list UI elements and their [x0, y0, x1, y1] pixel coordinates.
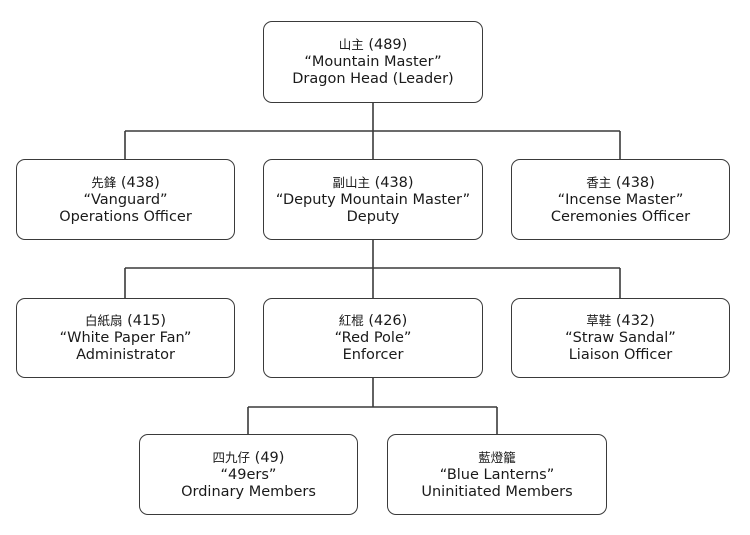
node-hanzi: 香主: [586, 174, 612, 190]
node-title: “Blue Lanterns”: [439, 466, 555, 483]
node-role: Liaison Officer: [568, 347, 673, 363]
node-role: Uninitiated Members: [421, 483, 573, 500]
node-heading: 草鞋 (432): [586, 312, 655, 330]
node-heading: 先鋒 (438): [91, 174, 160, 192]
node-mountain-master: 山主 (489) “Mountain Master” Dragon Head (…: [263, 21, 483, 103]
node-incense-master: 香主 (438) “Incense Master” Ceremonies Off…: [511, 159, 730, 240]
node-white-paper-fan: 白紙扇 (415) “White Paper Fan” Administrato…: [16, 298, 235, 378]
node-role: Enforcer: [342, 347, 404, 363]
node-hanzi: 副山主: [332, 174, 370, 190]
node-straw-sandal: 草鞋 (432) “Straw Sandal” Liaison Officer: [511, 298, 730, 378]
node-role: Deputy: [346, 208, 400, 225]
node-blue-lanterns: 藍燈籠 “Blue Lanterns” Uninitiated Members: [387, 434, 607, 515]
node-hanzi: 先鋒: [91, 174, 117, 190]
node-role: Operations Officer: [59, 208, 192, 225]
node-vanguard: 先鋒 (438) “Vanguard” Operations Officer: [16, 159, 235, 240]
node-rank: (49): [254, 449, 285, 466]
node-rank: (415): [127, 313, 167, 329]
node-role: Administrator: [76, 347, 175, 363]
node-role: Ceremonies Officer: [550, 208, 691, 225]
node-title: “49ers”: [220, 466, 277, 483]
node-role: Ordinary Members: [181, 483, 316, 500]
node-heading: 副山主 (438): [332, 174, 413, 192]
node-heading: 香主 (438): [586, 174, 655, 192]
node-hanzi: 草鞋: [586, 313, 612, 328]
connector-group-deputy: [124, 240, 621, 298]
node-rank: (426): [368, 313, 408, 329]
node-title: “Straw Sandal”: [565, 330, 676, 346]
node-hanzi: 紅棍: [338, 313, 364, 328]
node-title: “White Paper Fan”: [59, 330, 192, 346]
node-rank: (438): [374, 174, 414, 191]
node-title: “Mountain Master”: [304, 54, 442, 70]
node-hanzi: 藍燈籠: [478, 449, 516, 465]
node-heading: 藍燈籠: [478, 449, 516, 467]
node-hanzi: 白紙扇: [84, 313, 123, 328]
node-deputy-mountain-master: 副山主 (438) “Deputy Mountain Master” Deput…: [263, 159, 483, 240]
connector-group-mountain-master: [124, 103, 621, 159]
node-heading: 山主 (489): [339, 36, 408, 54]
node-red-pole: 紅棍 (426) “Red Pole” Enforcer: [263, 298, 483, 378]
connector-group-red-pole: [247, 378, 498, 434]
node-title: “Red Pole”: [334, 330, 412, 346]
node-role: Dragon Head (Leader): [292, 71, 454, 87]
node-title: “Vanguard”: [83, 191, 168, 208]
node-heading: 白紙扇 (415): [85, 312, 166, 330]
node-title: “Incense Master”: [557, 191, 684, 208]
node-hanzi: 山主: [338, 37, 364, 52]
node-rank: (438): [120, 174, 160, 191]
node-hanzi: 四九仔: [212, 449, 251, 465]
node-rank: (432): [615, 313, 655, 329]
node-heading: 四九仔 (49): [213, 449, 285, 467]
node-rank: (438): [615, 174, 655, 191]
node-title: “Deputy Mountain Master”: [275, 191, 471, 208]
node-rank: (489): [368, 37, 408, 53]
node-49ers: 四九仔 (49) “49ers” Ordinary Members: [139, 434, 358, 515]
node-heading: 紅棍 (426): [339, 312, 408, 330]
